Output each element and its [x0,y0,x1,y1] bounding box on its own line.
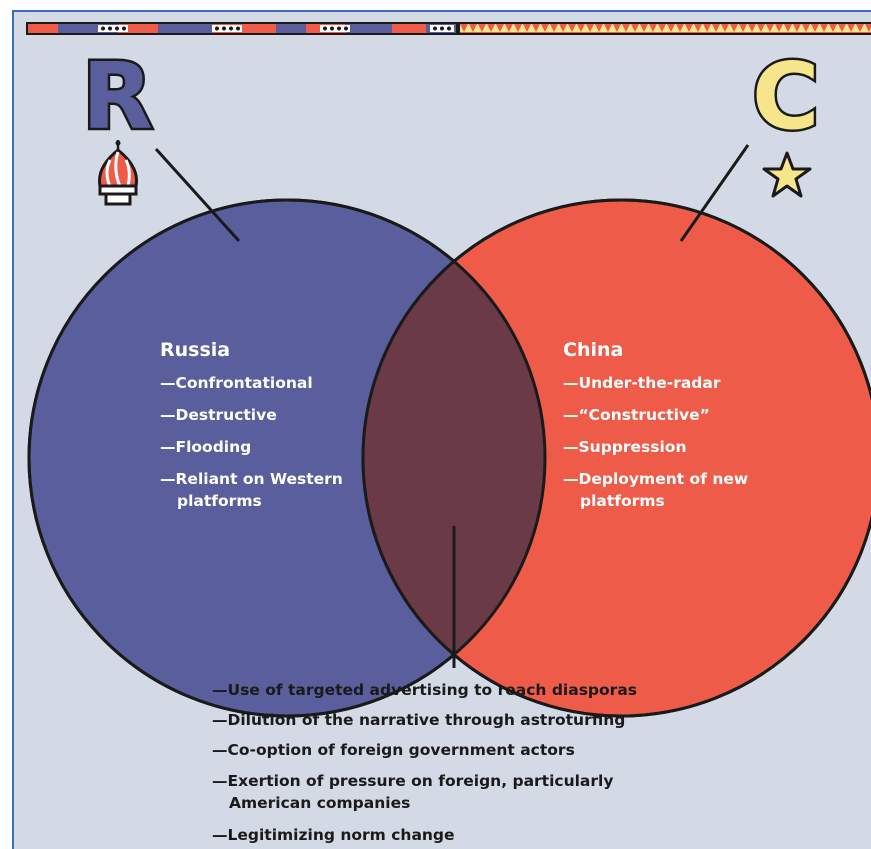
china-circle-outline [361,198,871,718]
china-item: —Deployment of new [563,470,748,488]
venn-diagram: R C Russia —Confrontational —Destructive… [26,22,871,844]
russia-circle-outline [27,198,547,718]
china-item: —Under-the-radar [563,374,721,392]
russia-connector-line [154,147,241,243]
russia-item: —Flooding [160,438,251,456]
china-title: China [563,339,623,361]
russia-title: Russia [160,339,230,361]
china-item: platforms [580,492,665,510]
russia-item: —Destructive [160,406,277,424]
china-letter: C [752,43,820,150]
russia-item: —Confrontational [160,374,313,392]
russia-letter: R [82,43,153,150]
decorative-top-band [26,22,871,35]
russia-item: platforms [177,492,262,510]
russia-item: —Reliant on Western [160,470,343,488]
china-item: —Suppression [563,438,687,456]
china-item: —“Constructive” [563,406,710,424]
overlap-region [363,200,545,716]
shared-item: —Exertion of pressure on foreign, partic… [212,772,613,790]
shared-item: —Use of targeted advertising to reach di… [212,681,637,699]
shared-item: —Co-option of foreign government actors [212,741,575,759]
shared-item: American companies [229,794,410,812]
shared-item: —Legitimizing norm change [212,826,455,844]
china-connector-line [679,144,750,242]
venn-diagram-panel: R C Russia —Confrontational —Destructive… [12,10,871,849]
star-icon [762,151,812,198]
shared-item: —Dilution of the narrative through astro… [212,711,625,729]
onion-dome-icon [98,140,138,206]
